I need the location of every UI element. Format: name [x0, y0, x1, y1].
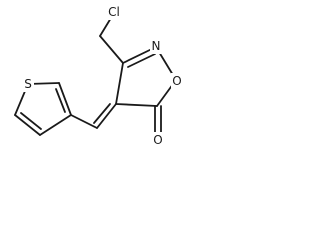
- bond-t3-t2: [58, 82, 72, 116]
- bond-t5-t4-double-inner: [20, 112, 42, 130]
- bond-c3-n-double-inner: [127, 53, 156, 68]
- atom-bg-carbonyl-o: [152, 132, 164, 148]
- bond-t3-t2-double-inner: [55, 88, 66, 113]
- bond-ch-thiophene: [70, 114, 98, 129]
- atom-bg-ring-o: [171, 73, 183, 89]
- bond-c5-c4: [115, 103, 158, 107]
- bond-c4-c3: [115, 62, 124, 105]
- chlorine-atom-label: Cl: [108, 5, 120, 19]
- atom-label-backgrounds: [22, 4, 183, 148]
- carbonyl-oxygen-atom-label: O: [153, 133, 162, 147]
- ring-oxygen-atom-label: O: [172, 74, 181, 88]
- bond-ch2-c3: [99, 35, 124, 64]
- atom-labels: Cl N O O S: [24, 5, 182, 147]
- nitrogen-atom-label: N: [152, 39, 161, 53]
- bond-t5-t4-double-outer: [14, 114, 41, 136]
- atom-bg-cl: [104, 4, 124, 20]
- atom-bg-n: [150, 38, 162, 54]
- atom-bg-s: [22, 76, 34, 92]
- bond-c4-ch-double-inner: [93, 103, 111, 124]
- bond-c4-ch-double-outer: [96, 103, 117, 129]
- sulfur-atom-label: S: [24, 77, 32, 91]
- bonds: [14, 12, 177, 138]
- chemical-structure: Cl N O O S: [14, 4, 183, 148]
- bond-t4-t3: [39, 114, 72, 136]
